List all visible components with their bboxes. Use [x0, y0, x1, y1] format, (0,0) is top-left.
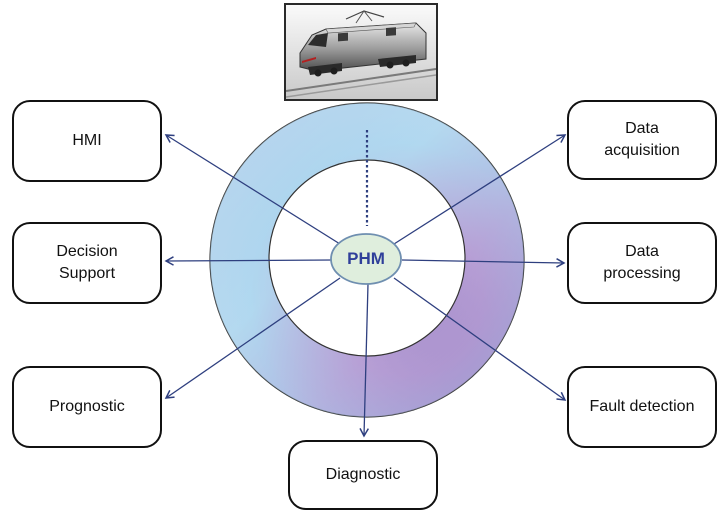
- arrows: [164, 134, 567, 438]
- arrow-to-data-acquisition: [393, 134, 567, 245]
- node-diagnostic: Diagnostic: [288, 440, 438, 510]
- arrow-to-prognostic: [164, 277, 341, 399]
- phm-center-node: [330, 233, 402, 285]
- node-data-processing: Data processing: [567, 222, 717, 304]
- node-data-acquisition: Data acquisition: [567, 100, 717, 180]
- locomotive-image: [284, 3, 438, 101]
- node-hmi: HMI: [12, 100, 162, 182]
- node-decision-support: Decision Support: [12, 222, 162, 304]
- node-prognostic: Prognostic: [12, 366, 162, 448]
- arrow-to-decision-support: [164, 256, 333, 266]
- locomotive-illustration: [286, 5, 436, 99]
- arrow-to-hmi: [164, 134, 341, 245]
- arrow-to-fault-detection: [393, 277, 567, 401]
- arrow-to-data-processing: [401, 258, 566, 268]
- node-fault-detection: Fault detection: [567, 366, 717, 448]
- arrow-to-diagnostic: [359, 283, 370, 438]
- phm-label: PHM: [347, 249, 385, 268]
